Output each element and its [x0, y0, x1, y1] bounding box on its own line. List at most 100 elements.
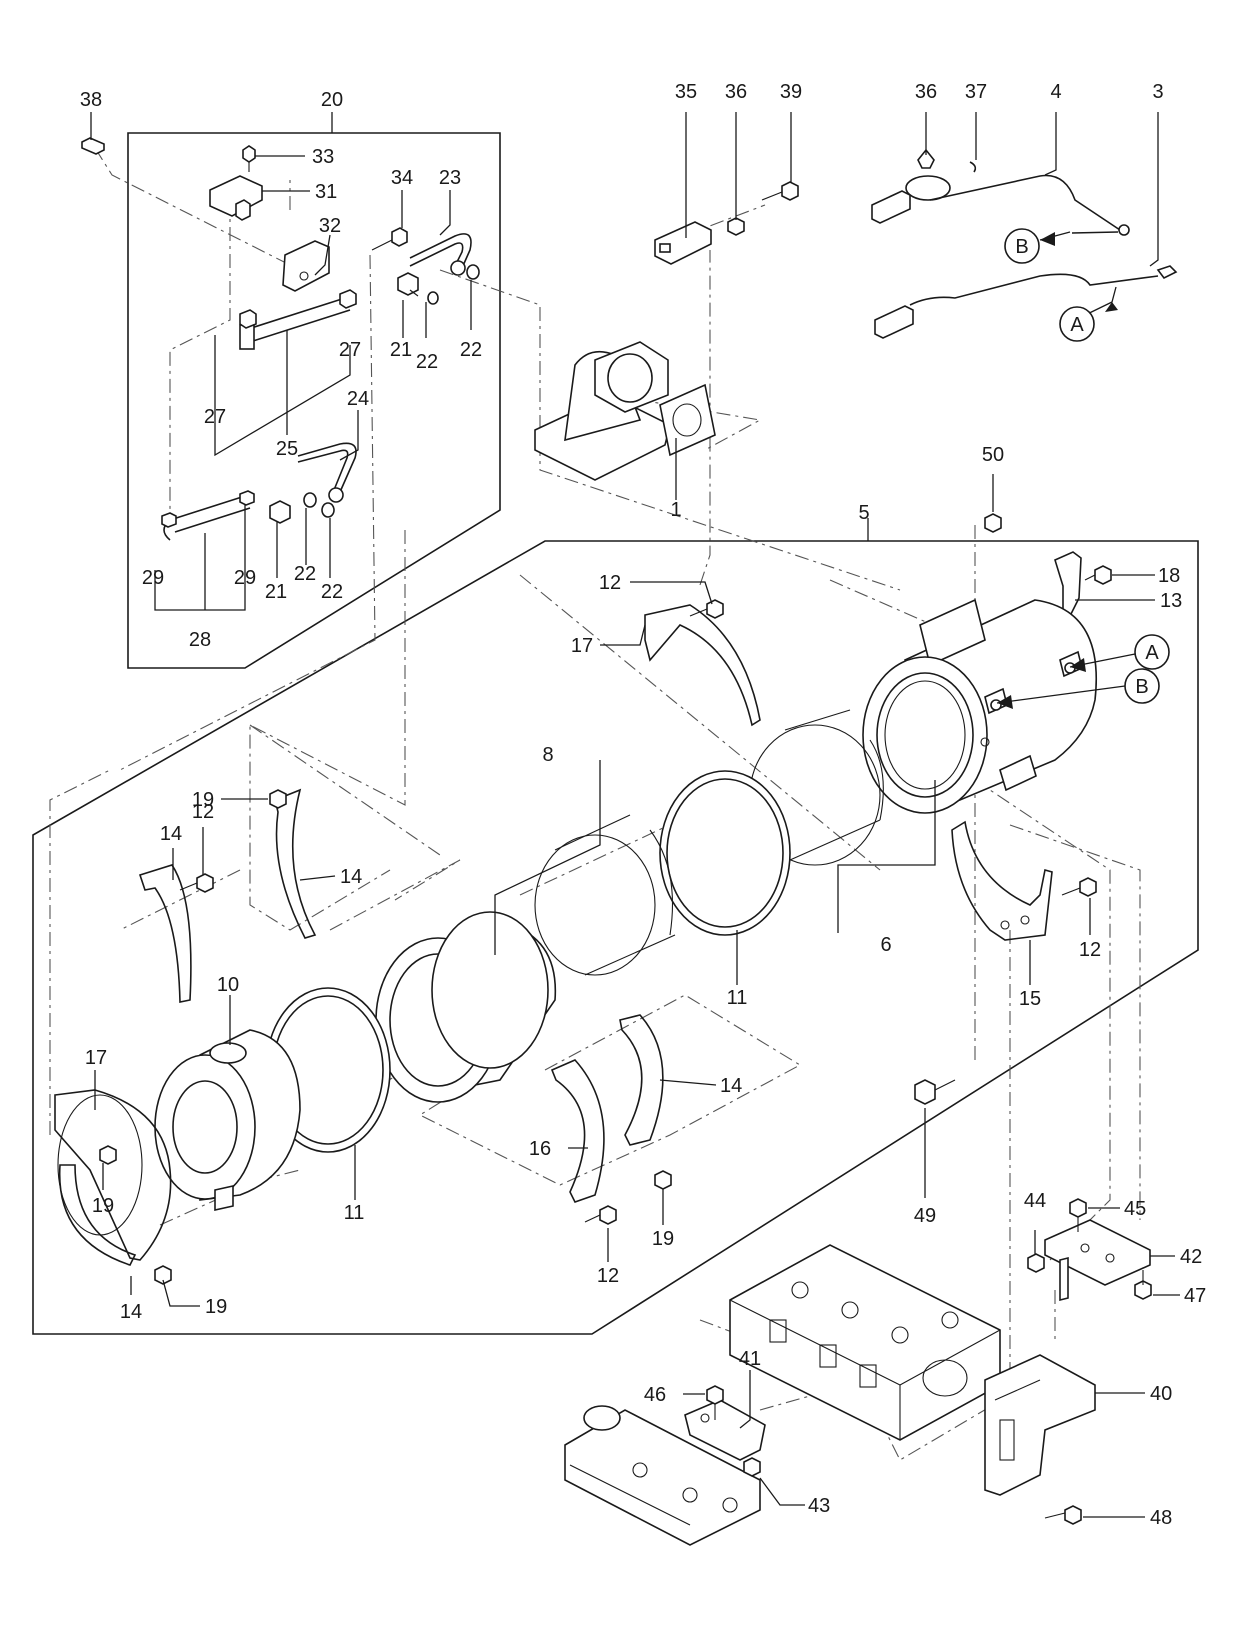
- part-4-sensor-harness: [871, 174, 1130, 236]
- label-22-top-a: 22: [416, 351, 438, 373]
- label-46: 46: [644, 1384, 666, 1406]
- part-12-bolts: [179, 873, 1097, 1225]
- label-44: 44: [1024, 1190, 1046, 1212]
- label-35: 35: [675, 81, 697, 103]
- callout-b-dpf: B: [1124, 668, 1160, 704]
- part-31-pressure-sensor: [209, 175, 263, 221]
- part-5-dpf-housing: [862, 598, 1097, 814]
- label-27-right: 27: [339, 339, 361, 361]
- label-29-left: 29: [142, 567, 164, 589]
- label-12-top: 12: [599, 572, 621, 594]
- part-43-nut: [743, 1457, 761, 1477]
- part-17-band-top: [644, 604, 761, 727]
- svg-text:B: B: [1015, 236, 1028, 258]
- callout-a-dpf: A: [1134, 634, 1170, 670]
- part-catalyst-housing: [375, 911, 557, 1103]
- part-50-nut: [984, 513, 1002, 533]
- callout-a-arrow-dpf: [1069, 653, 1136, 672]
- label-34: 34: [391, 167, 413, 189]
- part-16-band: [550, 1059, 605, 1203]
- label-28: 28: [189, 629, 211, 651]
- part-23-pipe: [409, 233, 472, 276]
- callout-b-arrow-top: [1039, 231, 1071, 246]
- part-21-bolts: [269, 272, 419, 524]
- part-48-bolt: [1044, 1505, 1082, 1525]
- label-18: 18: [1158, 565, 1180, 587]
- svg-text:A: A: [1070, 314, 1084, 336]
- part-6-filter-element: [749, 709, 884, 866]
- part-10-inlet-cover: [154, 1029, 301, 1211]
- label-11-mid: 11: [727, 987, 748, 1009]
- part-3-sensor-harness: [874, 265, 1178, 339]
- label-19-center: 19: [652, 1228, 674, 1250]
- leader-lines: [90, 112, 1180, 1518]
- svg-text:A: A: [1145, 642, 1159, 664]
- part-28-hose: [161, 490, 255, 541]
- label-25: 25: [276, 438, 298, 460]
- label-37: 37: [965, 81, 987, 103]
- part-8-catalyst: [534, 814, 676, 976]
- label-4: 4: [1050, 81, 1061, 103]
- part-25-hose: [239, 289, 357, 350]
- label-21-top: 21: [390, 339, 412, 361]
- label-22-bottom-b: 22: [321, 581, 343, 603]
- label-48: 48: [1150, 1507, 1172, 1529]
- label-12-right: 12: [1079, 939, 1101, 961]
- label-17-front: 17: [85, 1047, 107, 1069]
- part-number-labels: 38 20 33 31 32 34 23 21 22 22 27 27 25 2…: [80, 81, 1206, 1529]
- label-3: 3: [1152, 81, 1163, 103]
- part-24-pipe: [297, 442, 357, 503]
- callout-a-top: A: [1059, 306, 1095, 342]
- part-15-bracket: [951, 820, 1053, 941]
- label-33: 33: [312, 146, 334, 168]
- part-47-bolt: [1134, 1270, 1152, 1300]
- label-21-bottom: 21: [265, 581, 287, 603]
- label-15: 15: [1019, 988, 1041, 1010]
- callout-b-arrow-dpf: [996, 685, 1126, 709]
- label-50: 50: [982, 444, 1004, 466]
- label-14-left: 14: [160, 823, 182, 845]
- part-13-bracket: [1054, 551, 1082, 619]
- label-19-front: 19: [92, 1195, 114, 1217]
- part-35-clamp: [654, 221, 712, 265]
- subassembly-20-frame: [127, 132, 501, 669]
- label-43: 43: [808, 1495, 830, 1517]
- label-14-upper: 14: [340, 866, 362, 888]
- label-31: 31: [315, 181, 337, 203]
- part-17-gasket-front: [54, 1089, 172, 1261]
- label-1: 1: [670, 499, 681, 521]
- label-14-bottom: 14: [120, 1301, 142, 1323]
- label-11-front: 11: [344, 1202, 365, 1224]
- label-17-top: 17: [571, 635, 593, 657]
- label-38: 38: [80, 89, 102, 111]
- part-18-bolt: [1084, 565, 1112, 585]
- label-6: 6: [880, 934, 891, 956]
- label-8: 8: [542, 744, 553, 766]
- label-42: 42: [1180, 1246, 1202, 1268]
- label-49: 49: [914, 1205, 936, 1227]
- part-44-nut: [1027, 1253, 1045, 1273]
- part-14-bands: [58, 788, 664, 1266]
- part-32-bracket: [282, 240, 330, 292]
- part-37-clip: [969, 161, 977, 173]
- label-39: 39: [780, 81, 802, 103]
- part-45-bolt: [1069, 1198, 1087, 1232]
- svg-text:B: B: [1135, 676, 1148, 698]
- part-38-clip: [81, 137, 105, 155]
- label-16: 16: [529, 1138, 551, 1160]
- label-36-left: 36: [725, 81, 747, 103]
- label-47: 47: [1184, 1285, 1206, 1307]
- label-24: 24: [347, 388, 369, 410]
- label-19-bottom: 19: [205, 1296, 227, 1318]
- label-13: 13: [1160, 590, 1182, 612]
- callout-b-top: B: [1004, 228, 1040, 264]
- label-36-right: 36: [915, 81, 937, 103]
- label-12-bottom: 12: [597, 1265, 619, 1287]
- label-5: 5: [858, 502, 869, 524]
- part-36-grommet: [917, 148, 935, 169]
- part-40-bracket: [984, 1354, 1096, 1496]
- label-10: 10: [217, 974, 239, 996]
- label-29-right: 29: [234, 567, 256, 589]
- label-23: 23: [439, 167, 461, 189]
